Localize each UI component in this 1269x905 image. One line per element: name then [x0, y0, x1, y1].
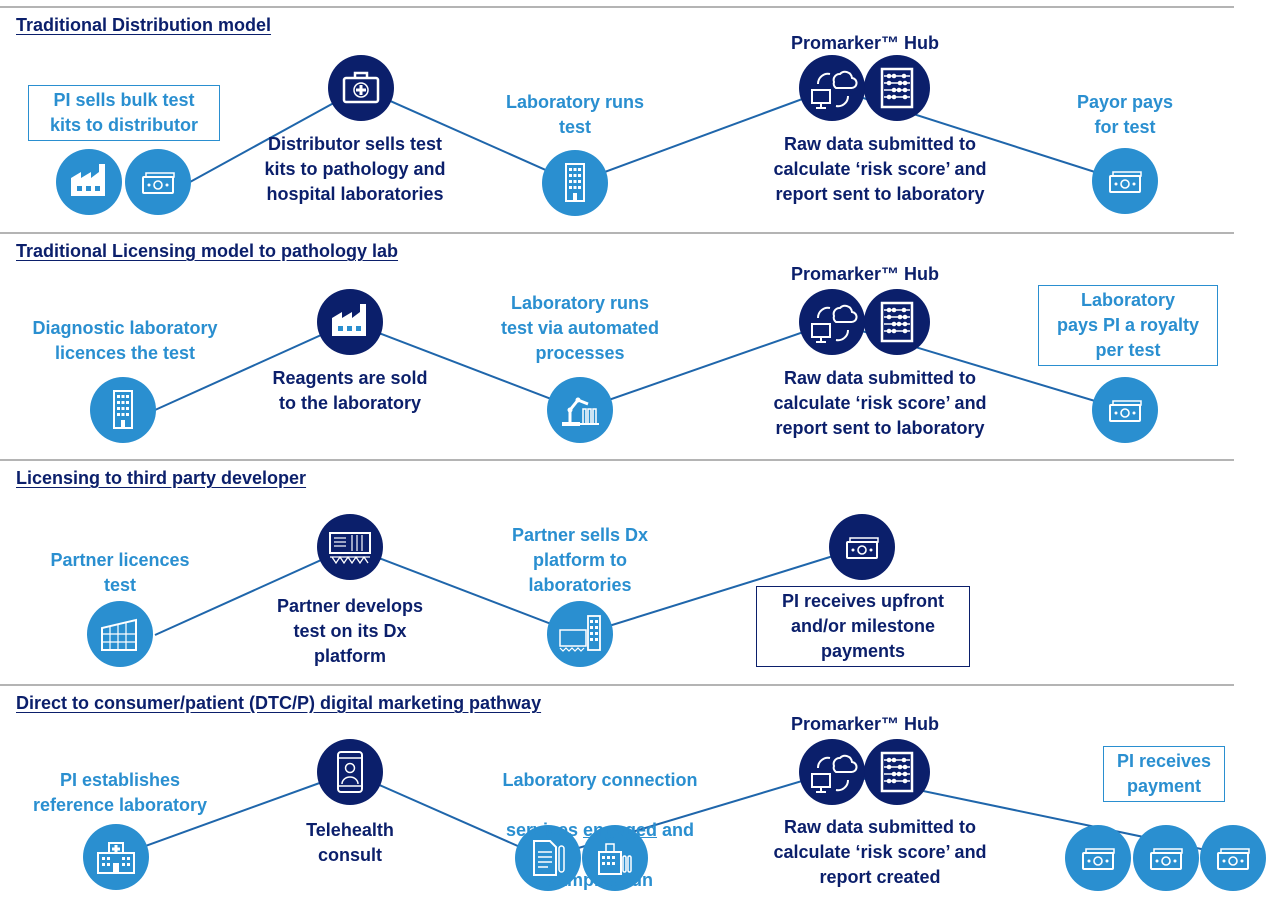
s2-factory-circle — [317, 289, 383, 355]
s1-hub-title: Promarker™ Hub — [790, 33, 940, 53]
section-title-dtc: Direct to consumer/patient (DTC/P) digit… — [16, 693, 542, 713]
s1-factory-circle — [56, 149, 122, 215]
separator-top — [0, 6, 1234, 8]
s4-start-label: PI establishes reference laboratory — [32, 770, 208, 815]
s2-building-circle — [90, 377, 156, 443]
s1-cloud-computer-circle — [799, 55, 865, 121]
s1-hub-label: Raw data submitted to calculate ‘risk sc… — [773, 134, 987, 204]
s2-end-label: Laboratory pays PI a royalty per test — [1038, 285, 1218, 366]
s4-step2-label: Telehealth consult — [306, 820, 394, 865]
s4-cloud-computer-circle — [799, 739, 865, 805]
s2-money-circle — [1092, 377, 1158, 443]
separator-1 — [0, 232, 1234, 234]
s2-hub-title: Promarker™ Hub — [790, 264, 940, 284]
s3-platform-building-circle — [547, 601, 613, 667]
s4-money-circle-3 — [1200, 825, 1266, 891]
s4-abacus-circle — [864, 739, 930, 805]
s3-money-circle — [829, 514, 895, 580]
s1-step2-label: Distributor sells test kits to pathology… — [264, 134, 446, 204]
s4-step3-label: Laboratory connection services engaged a… — [470, 743, 730, 893]
s3-office-circle — [87, 601, 153, 667]
section-title-licensing-lab: Traditional Licensing model to pathology… — [16, 241, 399, 261]
s1-medical-kit-circle — [328, 55, 394, 121]
s4-phone-doctor-circle — [317, 739, 383, 805]
s2-step2-label: Reagents are sold to the laboratory — [272, 368, 428, 413]
separator-3 — [0, 684, 1234, 686]
s1-payor-money-circle — [1092, 148, 1158, 214]
s2-robot-arm-circle — [547, 377, 613, 443]
s1-building-circle — [542, 150, 608, 216]
s4-step3-line2-pre: services — [505, 820, 584, 840]
s3-step3-label: Partner sells Dx platform to laboratorie… — [511, 525, 649, 595]
s4-money-circle-1 — [1065, 825, 1131, 891]
s4-hospital-circle — [83, 824, 149, 890]
s1-abacus-circle — [864, 55, 930, 121]
s4-document-circle — [515, 825, 581, 891]
s2-abacus-circle — [864, 289, 930, 355]
section-title-distribution: Traditional Distribution model — [16, 15, 272, 35]
s4-step3-line2-post: and — [657, 820, 695, 840]
s4-step3-line3: samples run — [546, 870, 654, 890]
s2-start-label: Diagnostic laboratory licences the test — [32, 318, 218, 363]
s4-step3-engaged: engaged — [583, 820, 658, 840]
s3-start-label: Partner licences test — [50, 550, 190, 595]
section-title-third-party: Licensing to third party developer — [16, 468, 307, 488]
s2-step3-label: Laboratory runs test via automated proce… — [500, 293, 660, 363]
s4-hub-label: Raw data submitted to calculate ‘risk sc… — [773, 817, 987, 887]
s1-money-circle — [125, 149, 191, 215]
s3-step2-label: Partner develops test on its Dx platform — [276, 596, 424, 666]
s4-hub-title: Promarker™ Hub — [790, 714, 940, 734]
s2-hub-label: Raw data submitted to calculate ‘risk sc… — [773, 368, 987, 438]
s3-end-label: PI receives upfront and/or milestone pay… — [756, 586, 970, 667]
s3-dx-platform-circle — [317, 514, 383, 580]
s4-step3-line1: Laboratory connection — [502, 770, 698, 790]
s4-lab-building-circle — [582, 825, 648, 891]
s4-end-label: PI receives payment — [1103, 746, 1225, 802]
s1-step3-label: Laboratory runs test — [505, 92, 645, 137]
s4-money-circle-2 — [1133, 825, 1199, 891]
s1-end-label: Payor pays for test — [1076, 92, 1174, 137]
s1-start-label: PI sells bulk test kits to distributor — [28, 85, 220, 141]
s2-cloud-computer-circle — [799, 289, 865, 355]
separator-2 — [0, 459, 1234, 461]
